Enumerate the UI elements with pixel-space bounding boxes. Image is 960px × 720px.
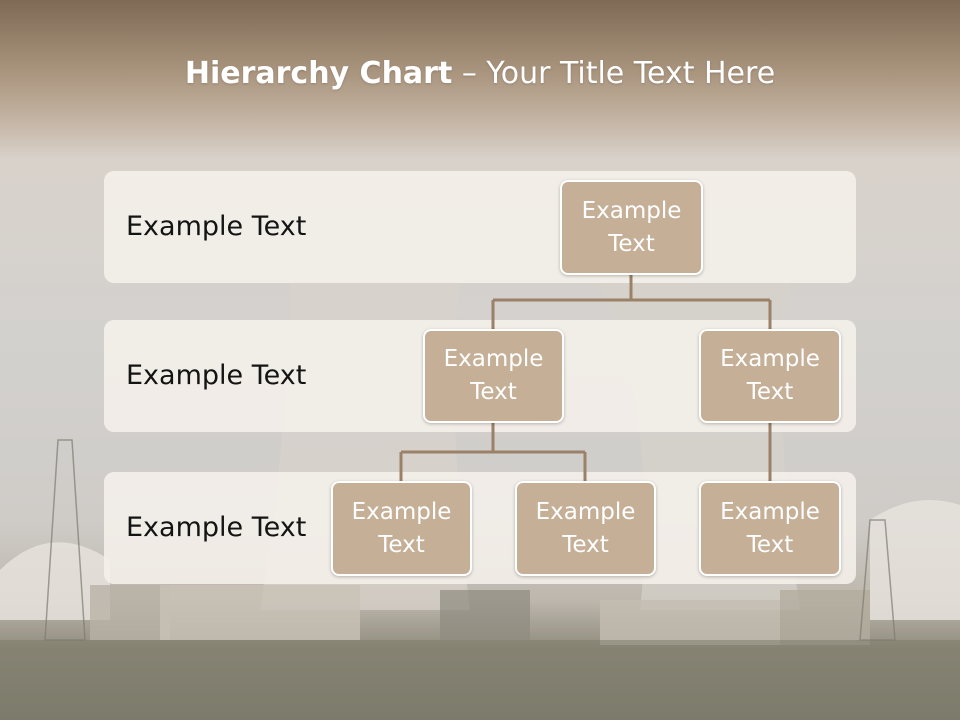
level-band-1: Example Text: [104, 171, 856, 283]
level-3-label: Example Text: [126, 512, 307, 543]
node-level3-c: Example Text: [699, 481, 841, 576]
node-level2-left: Example Text: [423, 329, 564, 423]
slide-title-bold: Hierarchy Chart: [184, 56, 453, 91]
slide-title: Hierarchy Chart – Your Title Text Here: [0, 52, 960, 96]
slide-title-rest: – Your Title Text Here: [452, 56, 776, 91]
node-level3-b: Example Text: [515, 481, 656, 576]
level-2-label: Example Text: [126, 360, 307, 391]
node-level2-right: Example Text: [699, 329, 841, 423]
node-root: Example Text: [560, 180, 703, 275]
node-level3-a: Example Text: [331, 481, 472, 576]
level-1-label: Example Text: [126, 211, 307, 242]
